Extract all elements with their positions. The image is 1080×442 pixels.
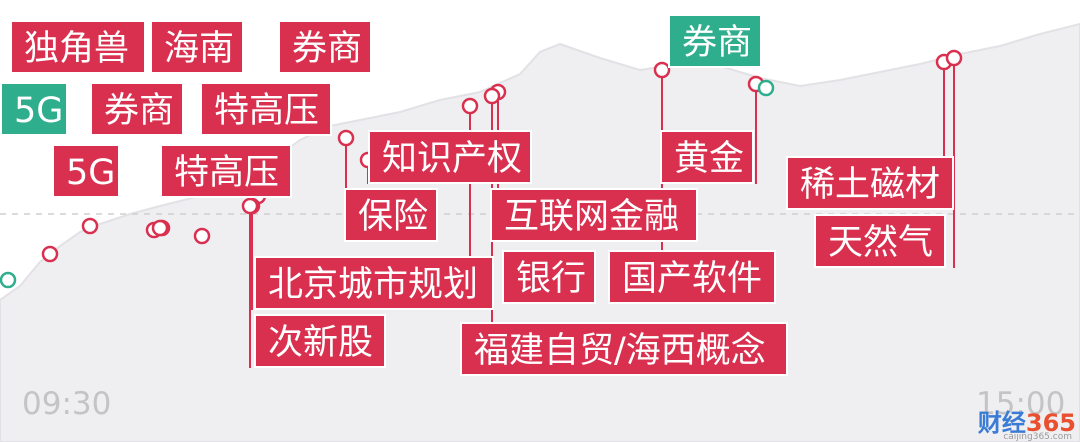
marker-5g-2[interactable] xyxy=(81,217,99,235)
tag-zhishichanquan[interactable]: 知识产权 xyxy=(368,130,532,184)
watermark-logo: 财经365 xyxy=(978,403,1076,438)
time-axis-start: 09:30 xyxy=(22,386,112,422)
watermark-prefix: 财经 xyxy=(977,409,1026,437)
tag-domestic-software[interactable]: 国产软件 xyxy=(608,250,776,304)
tag-tianranqi[interactable]: 天然气 xyxy=(814,214,946,268)
marker-tegaoya-1[interactable] xyxy=(193,227,211,245)
marker-fujianziimao[interactable] xyxy=(483,87,501,105)
tag-dujiaoshou[interactable]: 独角兽 xyxy=(10,20,146,74)
tag-internet-finance[interactable]: 互联网金融 xyxy=(490,188,698,242)
watermark-number: 365 xyxy=(1025,409,1076,437)
marker-yinhang[interactable] xyxy=(461,97,479,115)
marker-5g-1[interactable] xyxy=(0,271,17,289)
tag-quanshang[interactable]: 券商 xyxy=(278,20,372,74)
tag-yinhang[interactable]: 银行 xyxy=(502,250,596,304)
marker-quanshang-2[interactable] xyxy=(151,219,169,237)
marker-quanshang-3[interactable] xyxy=(757,79,775,97)
tag-beijing-city-planning[interactable]: 北京城市规划 xyxy=(254,256,494,310)
tag-5g[interactable]: 5G xyxy=(0,82,68,136)
tag-tegaoya[interactable]: 特高压 xyxy=(200,82,332,136)
tag-tegaoya-2[interactable]: 特高压 xyxy=(160,144,292,198)
tag-hainan[interactable]: 海南 xyxy=(150,20,244,74)
marker-dujiaoshou[interactable] xyxy=(41,245,59,263)
marker-baoxian[interactable] xyxy=(337,129,355,147)
marker-tianranqi[interactable] xyxy=(945,49,963,67)
tag-cixingu[interactable]: 次新股 xyxy=(254,314,386,368)
tag-quanshang-2[interactable]: 券商 xyxy=(90,82,184,136)
tag-quanshang-3[interactable]: 券商 xyxy=(668,14,762,68)
marker-cixingu[interactable] xyxy=(241,197,259,215)
watermark-url: caijing365.com xyxy=(1003,432,1072,442)
tag-baoxian[interactable]: 保险 xyxy=(344,188,438,242)
tag-5g-2[interactable]: 5G xyxy=(52,144,120,198)
tag-huangjin[interactable]: 黄金 xyxy=(660,130,754,184)
time-axis-end: 15:00 xyxy=(976,386,1066,422)
marker-guochanruanjian[interactable] xyxy=(653,61,671,79)
tag-rare-earth-magnets[interactable]: 稀土磁材 xyxy=(786,156,954,210)
tag-fujian-ftz[interactable]: 福建自贸/海西概念 xyxy=(460,322,788,376)
